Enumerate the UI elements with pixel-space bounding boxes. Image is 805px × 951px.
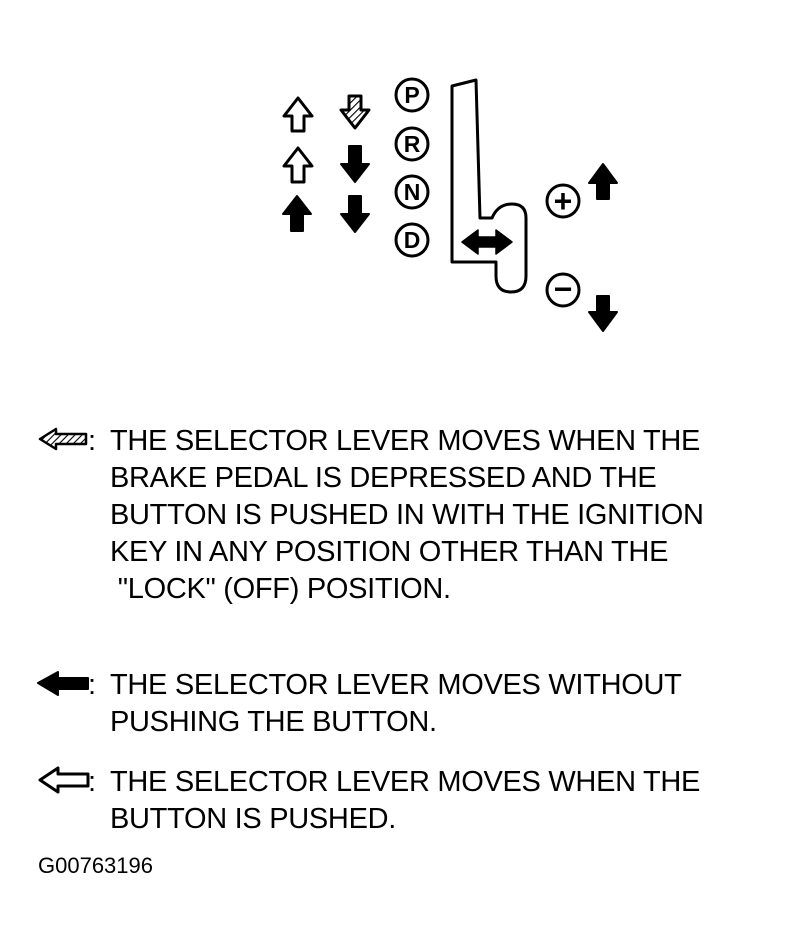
outline-up-arrow-icon — [282, 146, 314, 184]
solid-down-arrow-icon — [340, 195, 370, 233]
double-arrow-icon — [461, 229, 513, 255]
legend: : THE SELECTOR LEVER MOVES WHEN THE BRAK… — [37, 425, 704, 835]
solid-down-arrow-icon — [588, 295, 618, 332]
hatched-down-arrow-icon — [339, 94, 371, 130]
arrow-column-down — [339, 94, 371, 233]
gear-position-p: P — [394, 77, 430, 113]
legend-item-solid: : THE SELECTOR LEVER MOVES WITHOUT PUSHI… — [37, 669, 682, 738]
shift-gate — [450, 78, 528, 294]
legend-line: THE SELECTOR LEVER MOVES WHEN THE — [110, 766, 700, 798]
solid-down-arrow-icon — [340, 145, 370, 183]
outline-up-arrow-icon — [282, 96, 314, 133]
solid-up-arrow-icon — [588, 163, 618, 200]
hatched-arrow-icon — [38, 427, 88, 451]
legend-line: "LOCK" (OFF) POSITION. — [110, 573, 451, 605]
legend-item-outline: : THE SELECTOR LEVER MOVES WHEN THE BUTT… — [38, 766, 700, 835]
solid-arrow-icon — [37, 671, 89, 696]
legend-colon: : — [88, 425, 96, 457]
gear-positions: P R N D — [394, 77, 430, 258]
gear-letter: P — [404, 82, 419, 108]
legend-line: THE SELECTOR LEVER MOVES WHEN THE — [110, 425, 700, 457]
gear-letter: N — [404, 179, 421, 205]
gear-position-r: R — [394, 126, 430, 162]
plus-sign: + — [554, 183, 573, 219]
manual-shift-plus: + — [545, 163, 618, 219]
legend-line: KEY IN ANY POSITION OTHER THAN THE — [110, 536, 668, 568]
gear-position-n: N — [394, 174, 430, 210]
gear-position-d: D — [394, 222, 430, 258]
legend-line: BRAKE PEDAL IS DEPRESSED AND THE — [110, 462, 656, 494]
minus-sign: − — [554, 271, 573, 307]
outline-arrow-icon — [38, 766, 90, 794]
solid-up-arrow-icon — [282, 195, 312, 232]
legend-colon: : — [88, 766, 96, 798]
manual-shift-minus: − — [545, 271, 618, 332]
shift-gate-outline — [450, 78, 528, 294]
arrow-column-up — [282, 96, 314, 232]
legend-line: BUTTON IS PUSHED. — [110, 803, 396, 835]
legend-line: THE SELECTOR LEVER MOVES WITHOUT — [110, 669, 682, 701]
gear-letter: R — [404, 131, 421, 157]
gear-letter: D — [404, 227, 421, 253]
legend-line: BUTTON IS PUSHED IN WITH THE IGNITION — [110, 499, 704, 531]
legend-colon: : — [88, 669, 96, 701]
legend-item-hatched: : THE SELECTOR LEVER MOVES WHEN THE BRAK… — [38, 425, 704, 605]
legend-line: PUSHING THE BUTTON. — [110, 706, 437, 738]
figure-id: G00763196 — [38, 853, 153, 878]
